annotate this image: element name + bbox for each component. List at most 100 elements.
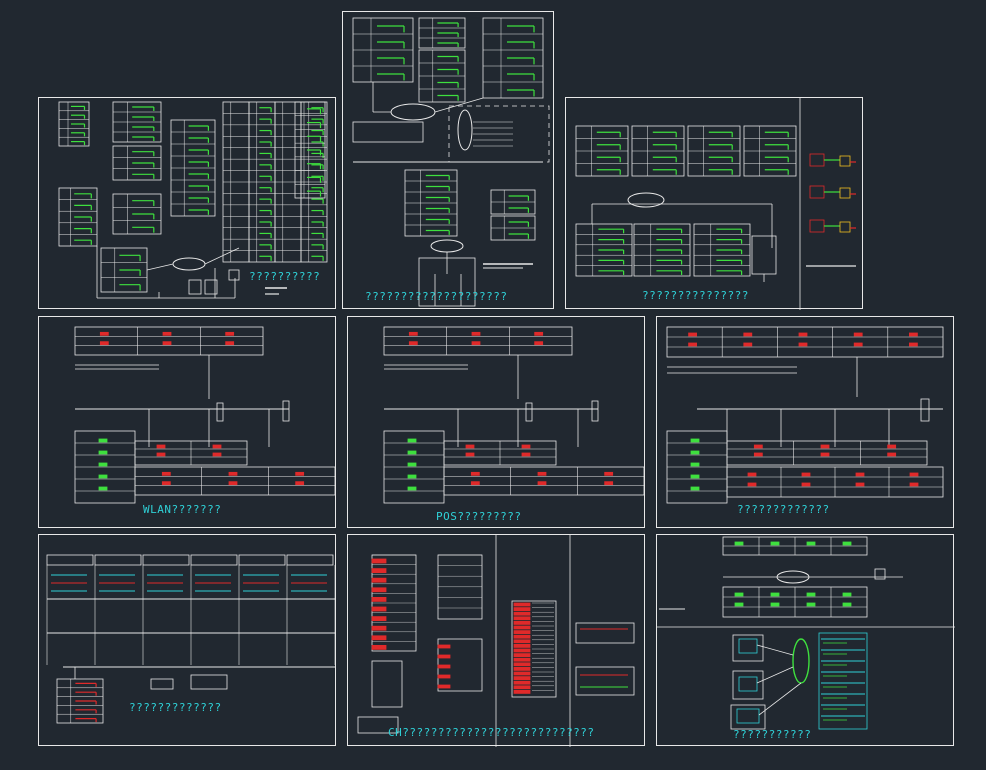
block — [371, 660, 403, 708]
sheet-6-distribution: ????????????? — [656, 316, 954, 528]
block — [513, 662, 531, 667]
block — [465, 452, 475, 457]
block — [806, 592, 816, 597]
block — [734, 592, 744, 597]
block — [437, 644, 451, 649]
block — [437, 684, 451, 689]
block — [437, 654, 451, 659]
block — [190, 554, 238, 566]
block — [225, 331, 235, 336]
block — [156, 452, 166, 457]
sheet-5-drawing — [383, 326, 645, 504]
block — [161, 481, 171, 486]
block — [465, 444, 475, 449]
block — [408, 331, 418, 336]
block — [839, 187, 851, 199]
sheet-9-terminal-layout: ??????????? — [656, 534, 955, 746]
block — [112, 193, 162, 235]
block — [747, 472, 757, 477]
block — [887, 444, 897, 449]
block — [286, 554, 334, 566]
block — [806, 602, 816, 607]
block — [688, 342, 698, 347]
block — [513, 689, 531, 694]
sheet-1-caption: ?????????? — [249, 270, 321, 283]
block — [228, 269, 240, 281]
block — [46, 554, 94, 566]
block — [734, 602, 744, 607]
block — [513, 666, 531, 671]
block — [751, 235, 777, 275]
block — [513, 621, 531, 625]
sheet-3-system-diagram: ??????????????? — [565, 97, 863, 310]
block — [437, 674, 451, 679]
block — [513, 657, 531, 662]
block — [743, 342, 753, 347]
network-cloud — [457, 109, 473, 151]
block — [738, 676, 758, 692]
block — [238, 554, 286, 566]
sheet-9-drawing — [657, 536, 955, 730]
block — [690, 486, 700, 491]
block — [909, 482, 919, 487]
sheet-9-caption: ??????????? — [733, 728, 812, 741]
block — [730, 704, 766, 730]
block — [513, 680, 531, 685]
block — [842, 592, 852, 597]
block — [418, 17, 466, 49]
block — [513, 648, 531, 653]
block — [736, 708, 760, 724]
block — [98, 450, 108, 455]
block — [56, 678, 104, 724]
block — [161, 471, 171, 476]
block — [855, 482, 865, 487]
block — [537, 481, 547, 486]
block — [809, 153, 825, 167]
wire — [756, 644, 794, 656]
block — [418, 257, 476, 307]
block — [693, 223, 751, 277]
block — [212, 452, 222, 457]
block — [98, 438, 108, 443]
block — [853, 332, 863, 337]
block — [282, 400, 290, 422]
block — [371, 558, 387, 564]
block — [407, 486, 417, 491]
block — [58, 101, 90, 147]
block — [513, 625, 531, 630]
block — [134, 466, 336, 496]
block — [798, 332, 808, 337]
block — [371, 597, 387, 602]
block — [855, 472, 865, 477]
sheet-1-drawing — [58, 101, 328, 299]
block — [371, 625, 387, 631]
block — [525, 402, 533, 422]
block — [809, 219, 825, 233]
block — [732, 670, 764, 700]
block — [909, 472, 919, 477]
block — [112, 145, 162, 181]
block — [98, 486, 108, 491]
sheet-8-ch-panels: CH??????????????????????????? — [347, 534, 645, 747]
block — [98, 474, 108, 479]
block — [770, 592, 780, 597]
block — [371, 577, 387, 583]
network-cloud — [627, 192, 665, 208]
block — [591, 400, 599, 422]
block — [633, 223, 691, 277]
block — [521, 444, 531, 449]
block — [99, 341, 109, 346]
block — [162, 331, 172, 336]
block — [726, 440, 928, 466]
switch-cloud — [792, 638, 810, 684]
block — [809, 185, 825, 199]
sheet-5-caption: POS????????? — [436, 510, 522, 523]
block — [204, 279, 218, 295]
sheet-1-rack-panels: ?????????? — [38, 97, 336, 309]
sheet-6-drawing — [666, 326, 944, 504]
block — [513, 630, 531, 634]
network-cloud — [390, 103, 436, 121]
sheet-2-drawing — [352, 17, 550, 307]
block — [482, 17, 544, 99]
wire — [756, 666, 794, 684]
